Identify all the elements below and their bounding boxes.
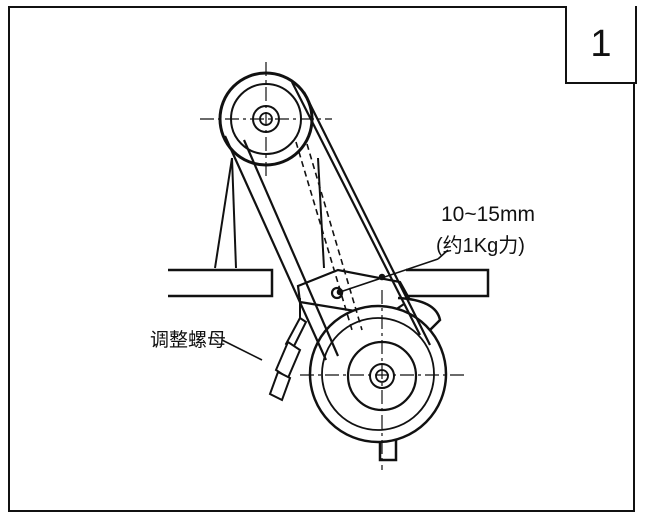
table-surface [168, 268, 490, 298]
adjusting-nut-label: 调整螺母 [150, 329, 227, 351]
deflection-force-note: (约1Kg力) [436, 235, 525, 257]
belt-dashed-position [295, 141, 363, 331]
deflection-dimension [336, 249, 449, 296]
v-belt [223, 81, 431, 361]
adjusting-nut [268, 298, 308, 402]
deflection-value-label: 10~15mm [441, 203, 535, 226]
nut-leader-line [221, 339, 263, 361]
motor-housing [308, 296, 448, 462]
figure-frame [8, 6, 635, 512]
step-number-badge: 1 [565, 6, 637, 84]
pulley-stand [214, 157, 325, 269]
center-lines [200, 62, 466, 470]
